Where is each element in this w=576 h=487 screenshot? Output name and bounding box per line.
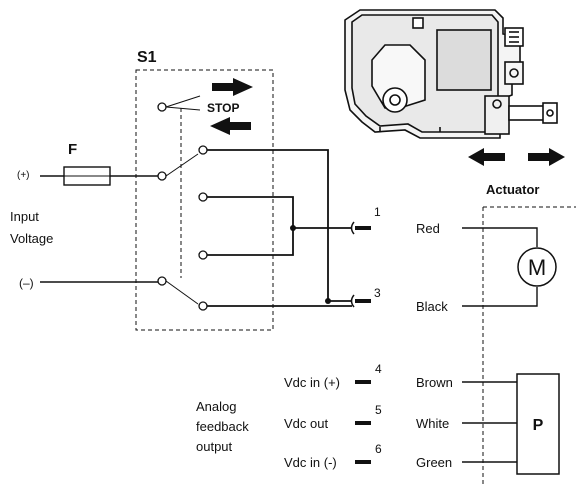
- junction-dot: [325, 298, 331, 304]
- actuator-illustration: [344, 9, 558, 139]
- feedback-signal: Vdc in (-): [284, 455, 337, 470]
- input-label-line1: Input: [10, 209, 39, 224]
- switch-label: S1: [137, 49, 157, 66]
- input-plus-label: (+): [17, 170, 30, 181]
- wire-color-black: Black: [416, 299, 448, 314]
- feedback-row-brown: Vdc in (+) 4 Brown: [284, 362, 517, 390]
- junction-dot: [290, 225, 296, 231]
- input-minus-label: (–): [19, 276, 34, 290]
- potentiometer-symbol: [516, 373, 560, 475]
- wire-color: White: [416, 416, 449, 431]
- feedback-signal: Vdc in (+): [284, 375, 340, 390]
- switch-pole-contacts: [157, 171, 167, 286]
- feedback-row-white: Vdc out 5 White: [284, 403, 517, 431]
- motor-symbol: [517, 247, 557, 287]
- pin-number: 6: [375, 442, 382, 456]
- actuator-direction-arrows: [468, 148, 565, 166]
- pin-number: 1: [374, 205, 381, 219]
- actuator-label: Actuator: [486, 182, 539, 197]
- switch-wiring: [207, 149, 352, 307]
- pin-number: 4: [375, 362, 382, 376]
- fuse-label: F: [68, 141, 77, 158]
- feedback-label-line2: feedback: [196, 419, 249, 434]
- switch-throw-contacts: [198, 145, 208, 311]
- feedback-signal: Vdc out: [284, 416, 328, 431]
- connector-pin-1: 1: [350, 205, 381, 235]
- feedback-label-line1: Analog: [196, 399, 236, 414]
- motor-symbol-label: M: [528, 255, 546, 280]
- pin-number: 3: [374, 286, 381, 300]
- motor-wiring: [462, 227, 538, 307]
- input-label-line2: Voltage: [10, 231, 53, 246]
- stop-contact: [157, 102, 167, 112]
- wire-color-red: Red: [416, 221, 440, 236]
- stop-arrow-right-icon: [212, 78, 253, 96]
- stop-arrow-left-icon: [210, 117, 251, 135]
- switch-enclosure: [135, 69, 274, 331]
- feedback-row-green: Vdc in (-) 6 Green: [284, 442, 517, 470]
- stop-label: STOP: [207, 101, 239, 115]
- feedback-label-line3: output: [196, 439, 233, 454]
- wire-color: Green: [416, 455, 452, 470]
- connector-pin-3: 3: [350, 286, 381, 308]
- potentiometer-symbol-label: P: [533, 417, 544, 434]
- wire-color: Brown: [416, 375, 453, 390]
- pin-number: 5: [375, 403, 382, 417]
